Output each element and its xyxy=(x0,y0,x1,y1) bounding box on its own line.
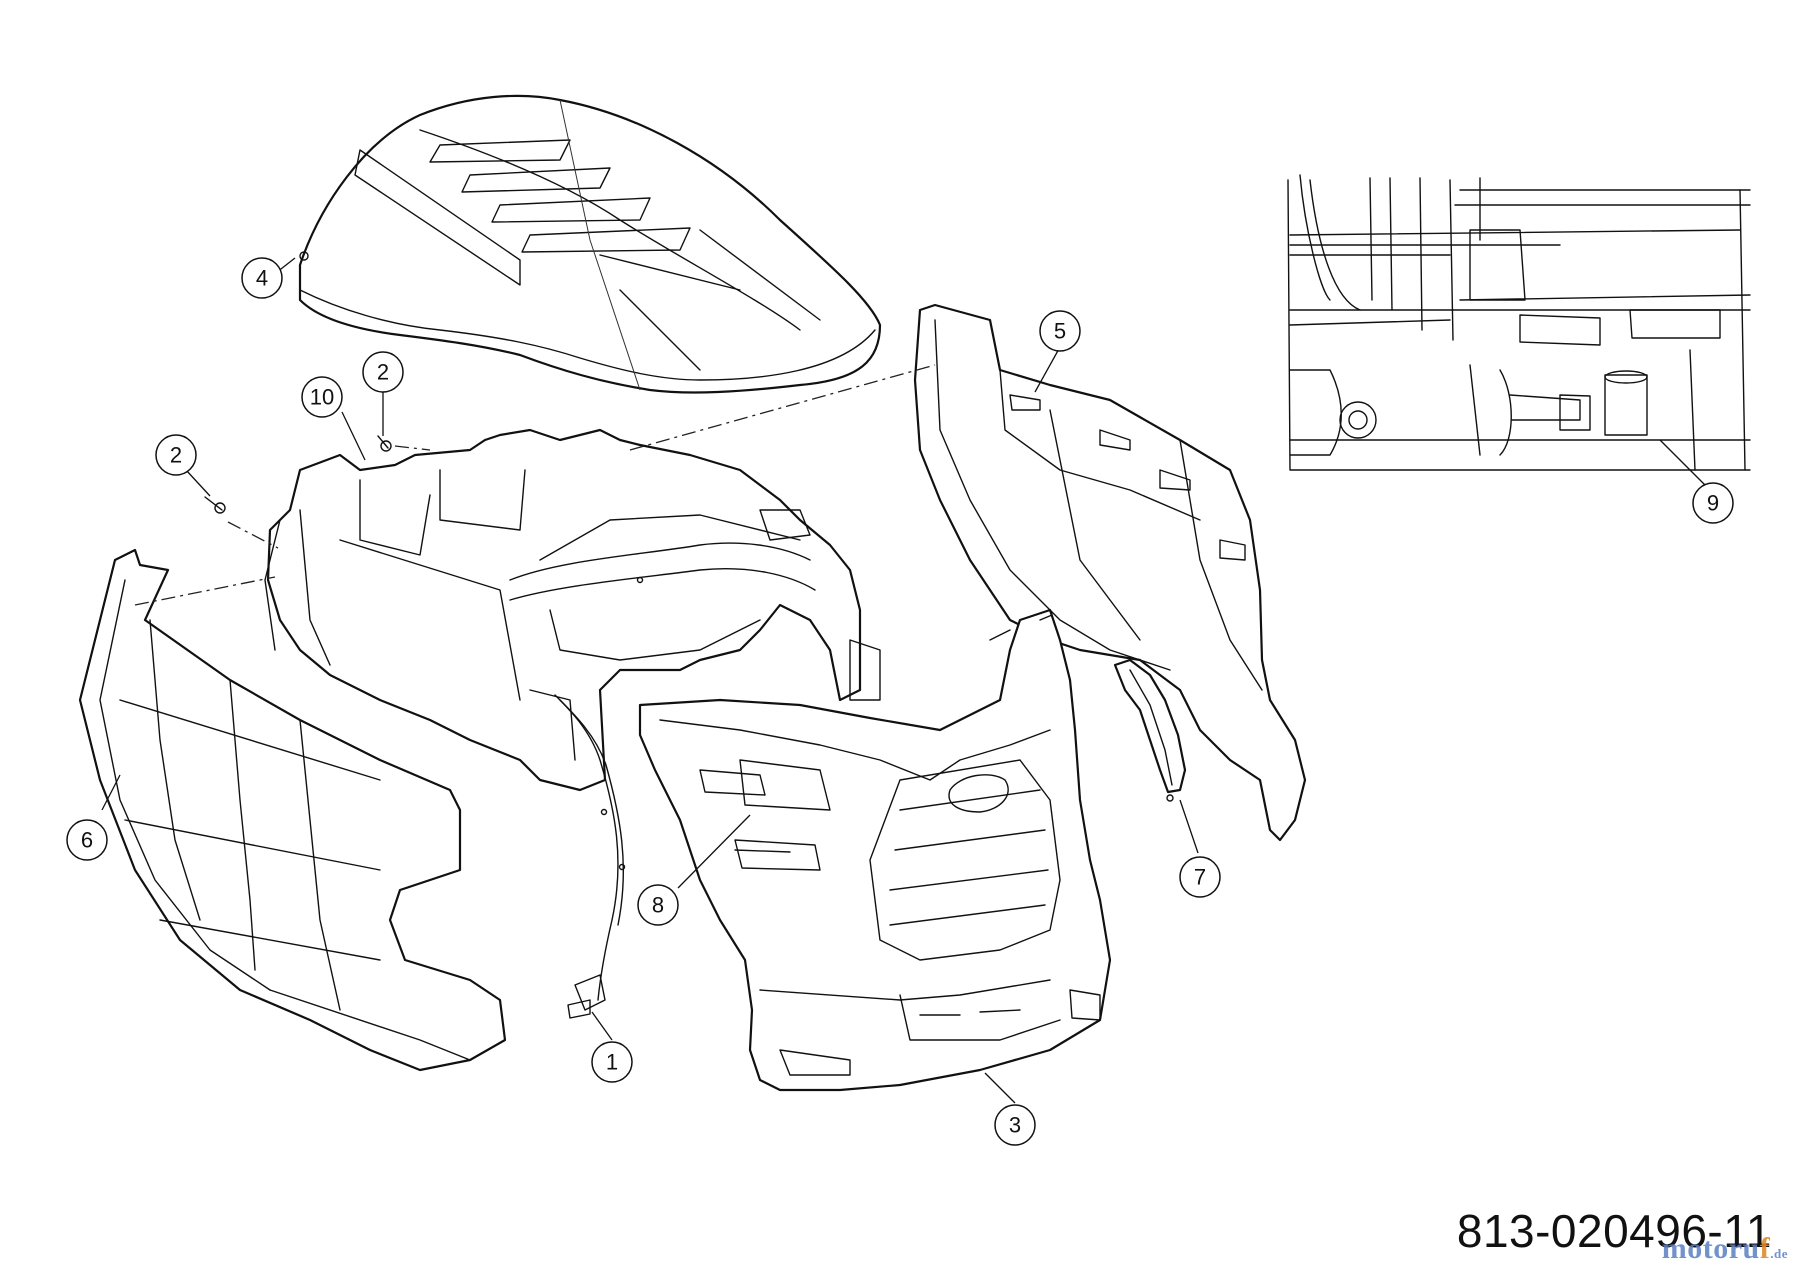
fascia-insert xyxy=(699,769,791,853)
screw-left xyxy=(204,496,226,514)
alignment-lines xyxy=(134,364,936,606)
watermark-logo: motoruf.de xyxy=(1662,1232,1788,1266)
frame-support xyxy=(264,428,881,792)
watermark-accent: f xyxy=(1759,1232,1771,1265)
callout-6-label: 6 xyxy=(81,828,93,853)
callout-3: 3 xyxy=(994,1104,1036,1146)
callout-1-label: 1 xyxy=(606,1050,618,1075)
callout-8: 8 xyxy=(637,884,679,926)
callout-2-left-label: 2 xyxy=(170,443,182,468)
watermark-main: motoru xyxy=(1661,1232,1760,1265)
callout-9-label: 9 xyxy=(1707,491,1719,516)
callout-8-label: 8 xyxy=(652,893,664,918)
left-side-panel xyxy=(78,548,507,1072)
callout-10-label: 10 xyxy=(310,385,334,410)
screw-top xyxy=(377,435,392,452)
watermark-tld: .de xyxy=(1770,1246,1788,1261)
side-trim-strip xyxy=(1113,658,1187,802)
callout-2-top-label: 2 xyxy=(377,360,389,385)
part-number-label: 813-020496-11 xyxy=(1456,1205,1772,1257)
callout-4-label: 4 xyxy=(256,266,268,291)
callout-1: 1 xyxy=(591,1041,633,1083)
right-side-panel xyxy=(913,303,1307,842)
callout-5-label: 5 xyxy=(1054,319,1066,344)
callout-7: 7 xyxy=(1179,856,1221,898)
detail-inset xyxy=(1287,174,1751,471)
front-grille xyxy=(638,608,1112,1092)
callout-4: 4 xyxy=(241,257,283,299)
callout-5: 5 xyxy=(1039,310,1081,352)
callout-7-label: 7 xyxy=(1194,865,1206,890)
hood-cover xyxy=(298,94,882,394)
callout-2-top: 2 xyxy=(362,351,404,393)
callout-3-label: 3 xyxy=(1009,1113,1021,1138)
callout-6: 6 xyxy=(66,819,108,861)
leader-lines xyxy=(101,257,1706,1104)
callout-9: 9 xyxy=(1692,482,1734,524)
callout-2-left: 2 xyxy=(155,434,197,476)
cable-harness xyxy=(554,576,644,1019)
callout-10: 10 xyxy=(301,376,343,418)
